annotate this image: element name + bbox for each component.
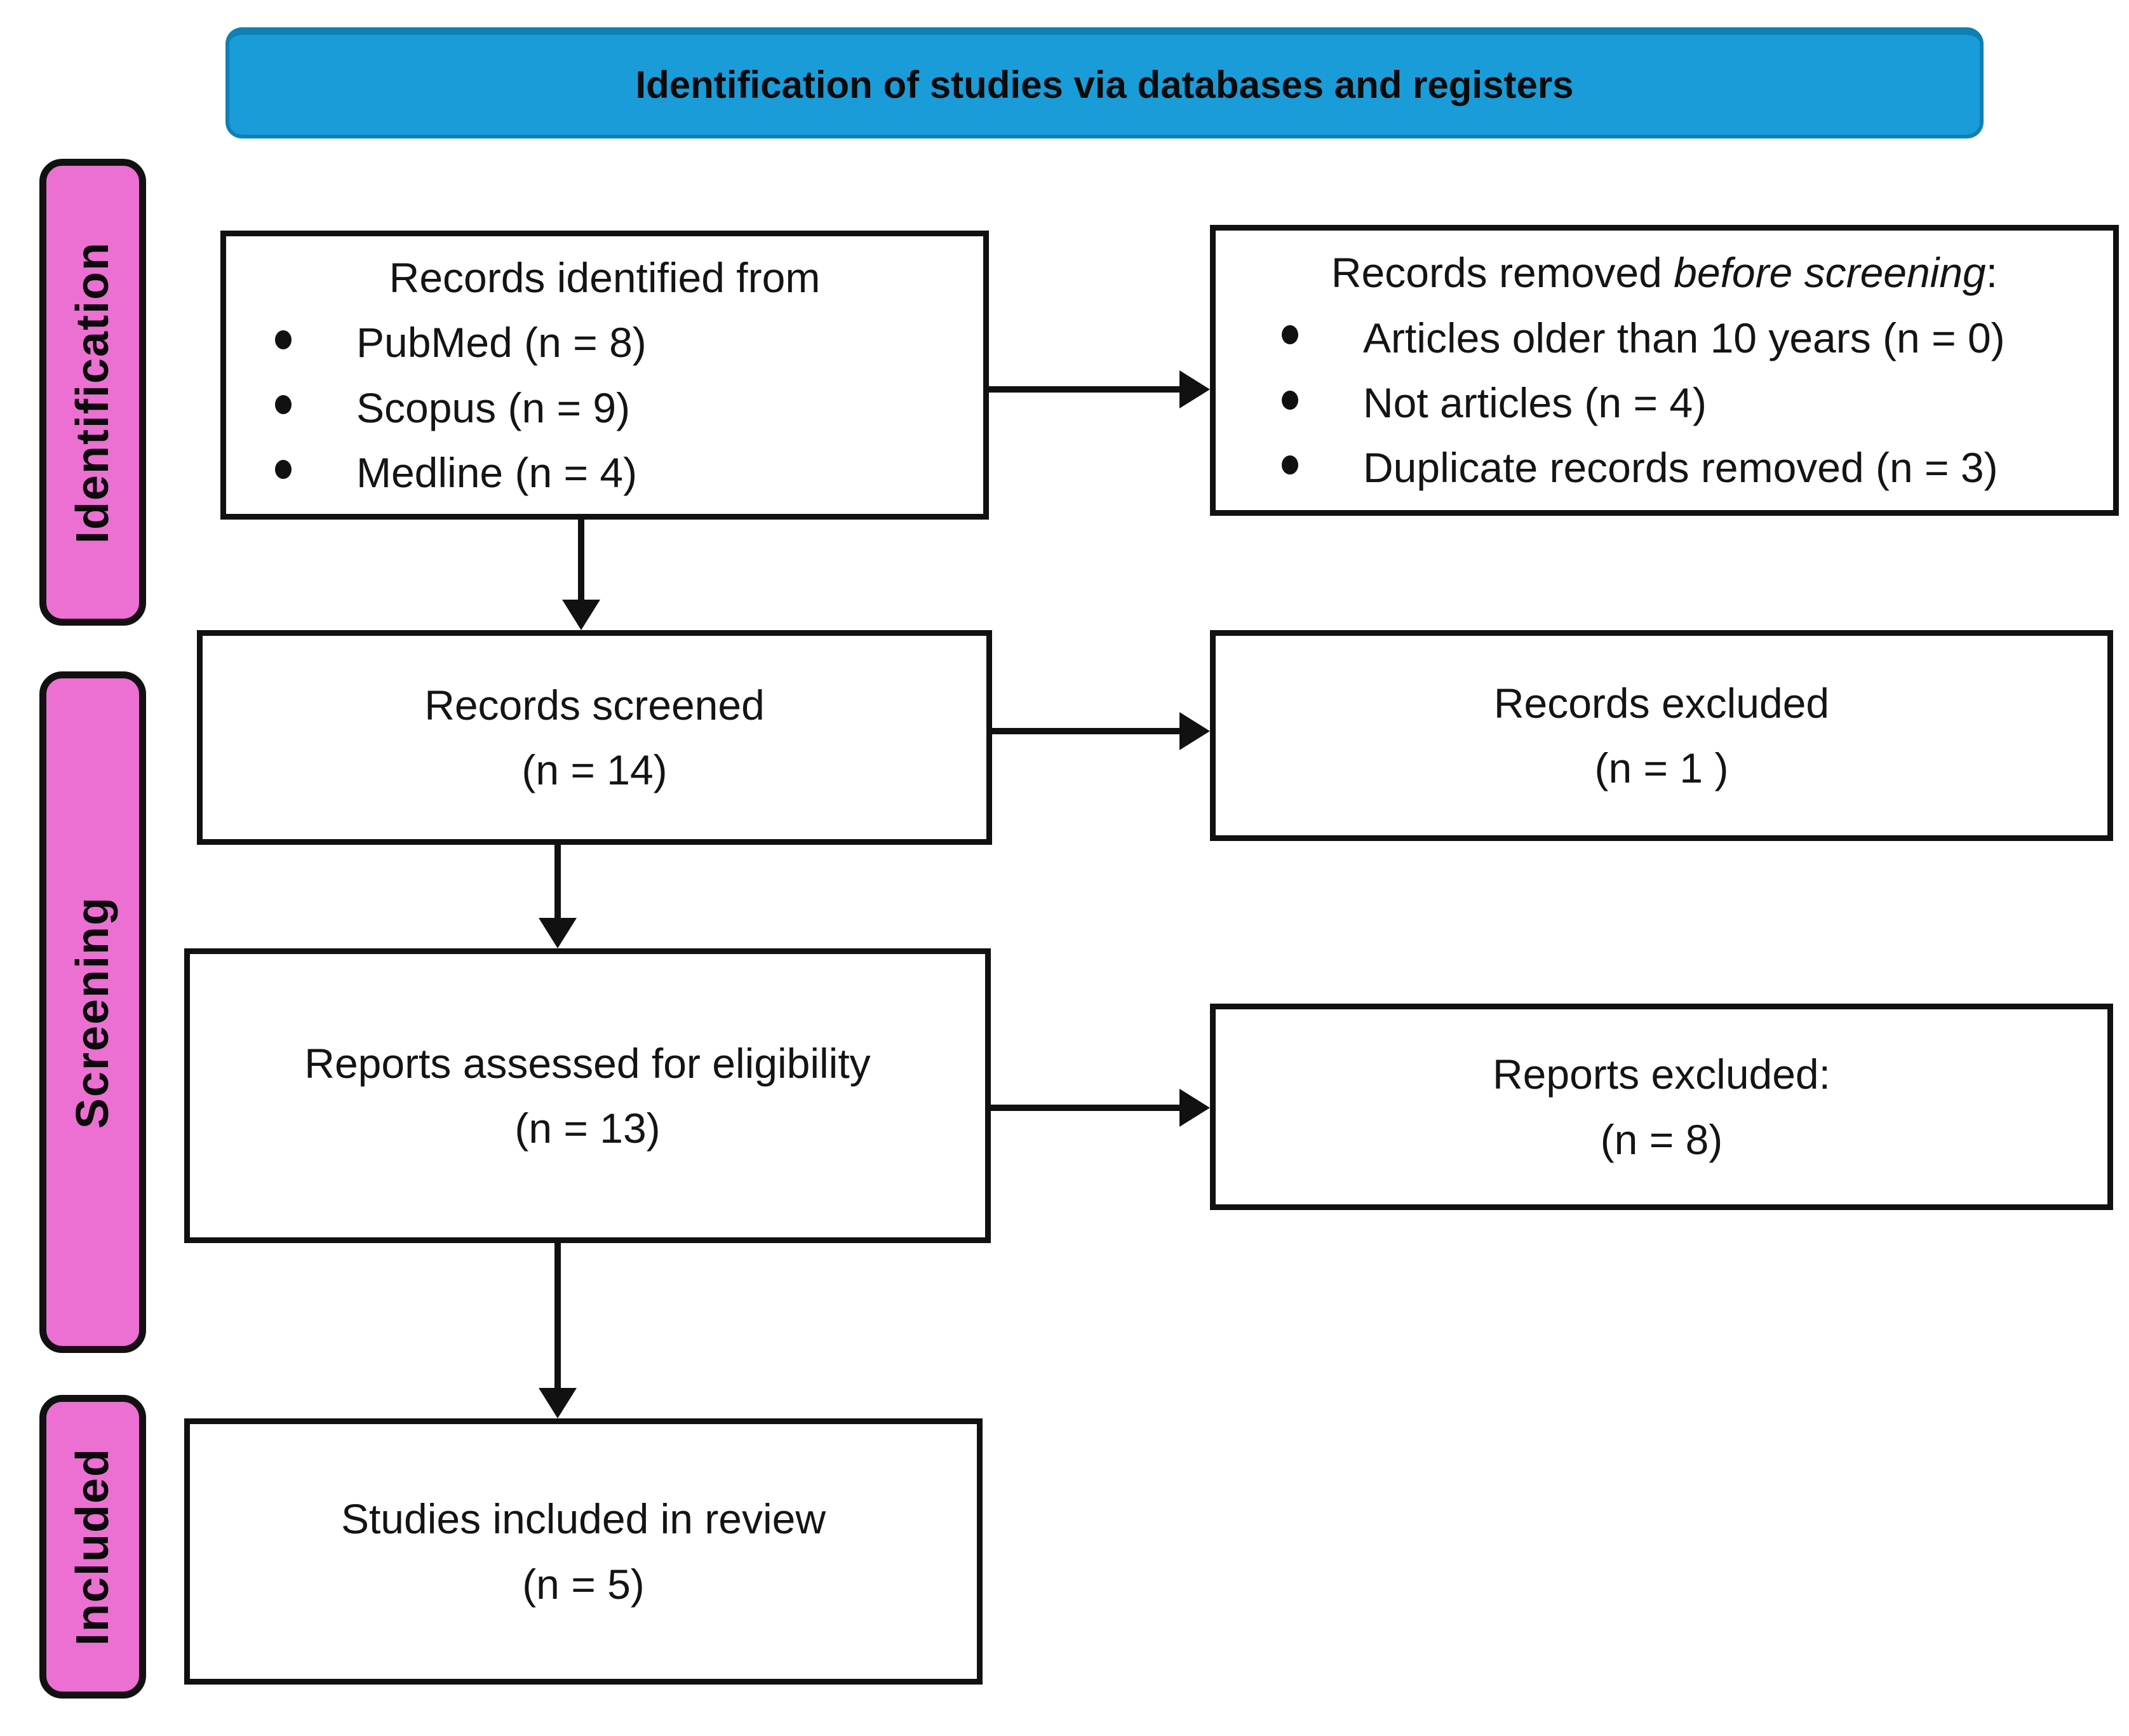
arrow-head-down-icon [539,918,577,948]
heading-italic: before screening [1674,249,1986,297]
arrow-head-down-icon [562,600,600,630]
box-records-removed: Records removed before screening: Articl… [1210,225,2119,516]
box-records-screened-line1: Records screened [424,681,765,729]
arrow-head-right-icon [1179,1089,1210,1127]
stage-label-identification: Identification [39,159,146,626]
arrow-head-right-icon [1179,370,1210,408]
box-studies-included: Studies included in review (n = 5) [184,1418,983,1685]
box-records-excluded-count: (n = 1 ) [1594,744,1729,791]
box-studies-included-count: (n = 5) [522,1560,645,1608]
box-studies-included-line1: Studies included in review [340,1495,826,1543]
box-records-screened: Records screened (n = 14) [197,630,992,845]
box-records-removed-heading: Records removed before screening: [1216,240,2113,305]
box-records-identified-heading: Records identified from [389,253,821,301]
box-reports-excluded-count: (n = 8) [1600,1115,1723,1163]
arrow-line [991,1105,1179,1111]
box-records-identified-list: PubMed (n = 8) Scopus (n = 9) Medline (n… [226,310,983,505]
box-records-screened-count: (n = 14) [521,746,668,793]
arrow-head-right-icon [1179,712,1210,750]
heading-suffix: : [1985,249,1998,297]
banner-title-text: Identification of studies via databases … [635,64,1574,106]
box-reports-assessed: Reports assessed for eligibility (n = 13… [184,948,991,1243]
arrow-line [578,520,584,602]
box-reports-excluded: Reports excluded: (n = 8) [1210,1004,2113,1210]
list-item: PubMed (n = 8) [275,310,983,375]
list-item: Medline (n = 4) [275,440,983,505]
stage-label-identification-text: Identification [67,241,118,544]
stage-label-included-text: Included [67,1447,118,1646]
list-item: Articles older than 10 years (n = 0) [1282,306,2113,370]
arrow-line [554,1243,561,1389]
banner-title: Identification of studies via databases … [225,27,1984,138]
box-records-removed-list: Articles older than 10 years (n = 0) Not… [1216,306,2113,501]
arrow-head-down-icon [539,1388,577,1418]
arrow-line [989,386,1179,393]
box-reports-excluded-line1: Reports excluded: [1493,1051,1830,1098]
list-item: Scopus (n = 9) [275,375,983,440]
arrow-line [992,728,1179,734]
stage-label-included: Included [39,1395,146,1699]
stage-label-screening-text: Screening [67,896,118,1129]
list-item: Duplicate records removed (n = 3) [1282,435,2113,500]
heading-prefix: Records removed [1331,249,1674,297]
box-records-excluded: Records excluded (n = 1 ) [1210,630,2113,841]
list-item: Not articles (n = 4) [1282,370,2113,435]
stage-label-screening: Screening [39,671,146,1353]
box-reports-assessed-count: (n = 13) [514,1105,661,1152]
box-records-excluded-line1: Records excluded [1493,679,1830,727]
box-reports-assessed-line1: Reports assessed for eligibility [304,1039,871,1087]
arrow-line [554,845,561,919]
box-records-identified: Records identified from PubMed (n = 8) S… [220,231,989,520]
